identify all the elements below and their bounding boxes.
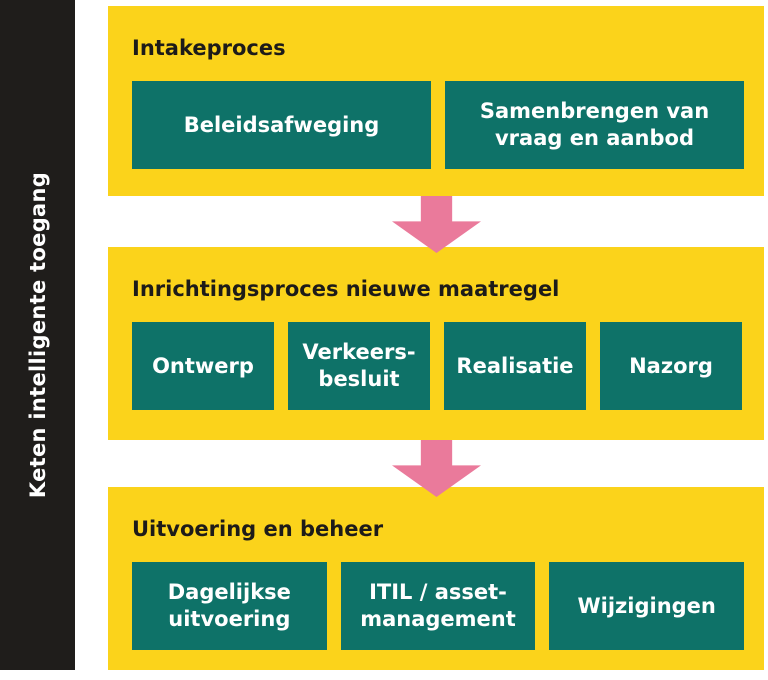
panel-uitvoering-beheer: Uitvoering en beheer Dagelijkse uitvoeri… xyxy=(108,487,764,670)
intakeproces-steps: Beleidsafweging Samenbrengen van vraag e… xyxy=(132,81,744,169)
step-wijzigingen: Wijzigingen xyxy=(549,562,745,650)
sidebar-label: Keten intelligente toegang xyxy=(25,171,50,499)
step-ontwerp: Ontwerp xyxy=(132,322,274,410)
panel-intakeproces-title: Intakeproces xyxy=(132,36,286,60)
inrichtingsproces-steps: Ontwerp Verkeers- besluit Realisatie Naz… xyxy=(132,322,744,410)
step-beleidsafweging: Beleidsafweging xyxy=(132,81,431,169)
step-nazorg: Nazorg xyxy=(600,322,742,410)
step-verkeersbesluit: Verkeers- besluit xyxy=(288,322,430,410)
step-dagelijkse-uitvoering: Dagelijkse uitvoering xyxy=(132,562,327,650)
panel-intakeproces: Intakeproces Beleidsafweging Samenbrenge… xyxy=(108,6,764,196)
panel-inrichtingsproces: Inrichtingsproces nieuwe maatregel Ontwe… xyxy=(108,247,764,440)
sidebar: Keten intelligente toegang xyxy=(0,0,75,670)
step-itil-assetmanagement: ITIL / asset- management xyxy=(340,562,536,650)
panel-inrichtingsproces-title: Inrichtingsproces nieuwe maatregel xyxy=(132,277,560,301)
step-samenbrengen-vraag-aanbod: Samenbrengen van vraag en aanbod xyxy=(445,81,744,169)
panel-uitvoering-beheer-title: Uitvoering en beheer xyxy=(132,517,384,541)
down-arrow-icon-1 xyxy=(392,196,481,253)
step-realisatie: Realisatie xyxy=(444,322,586,410)
uitvoering-beheer-steps: Dagelijkse uitvoering ITIL / asset- mana… xyxy=(132,562,745,650)
